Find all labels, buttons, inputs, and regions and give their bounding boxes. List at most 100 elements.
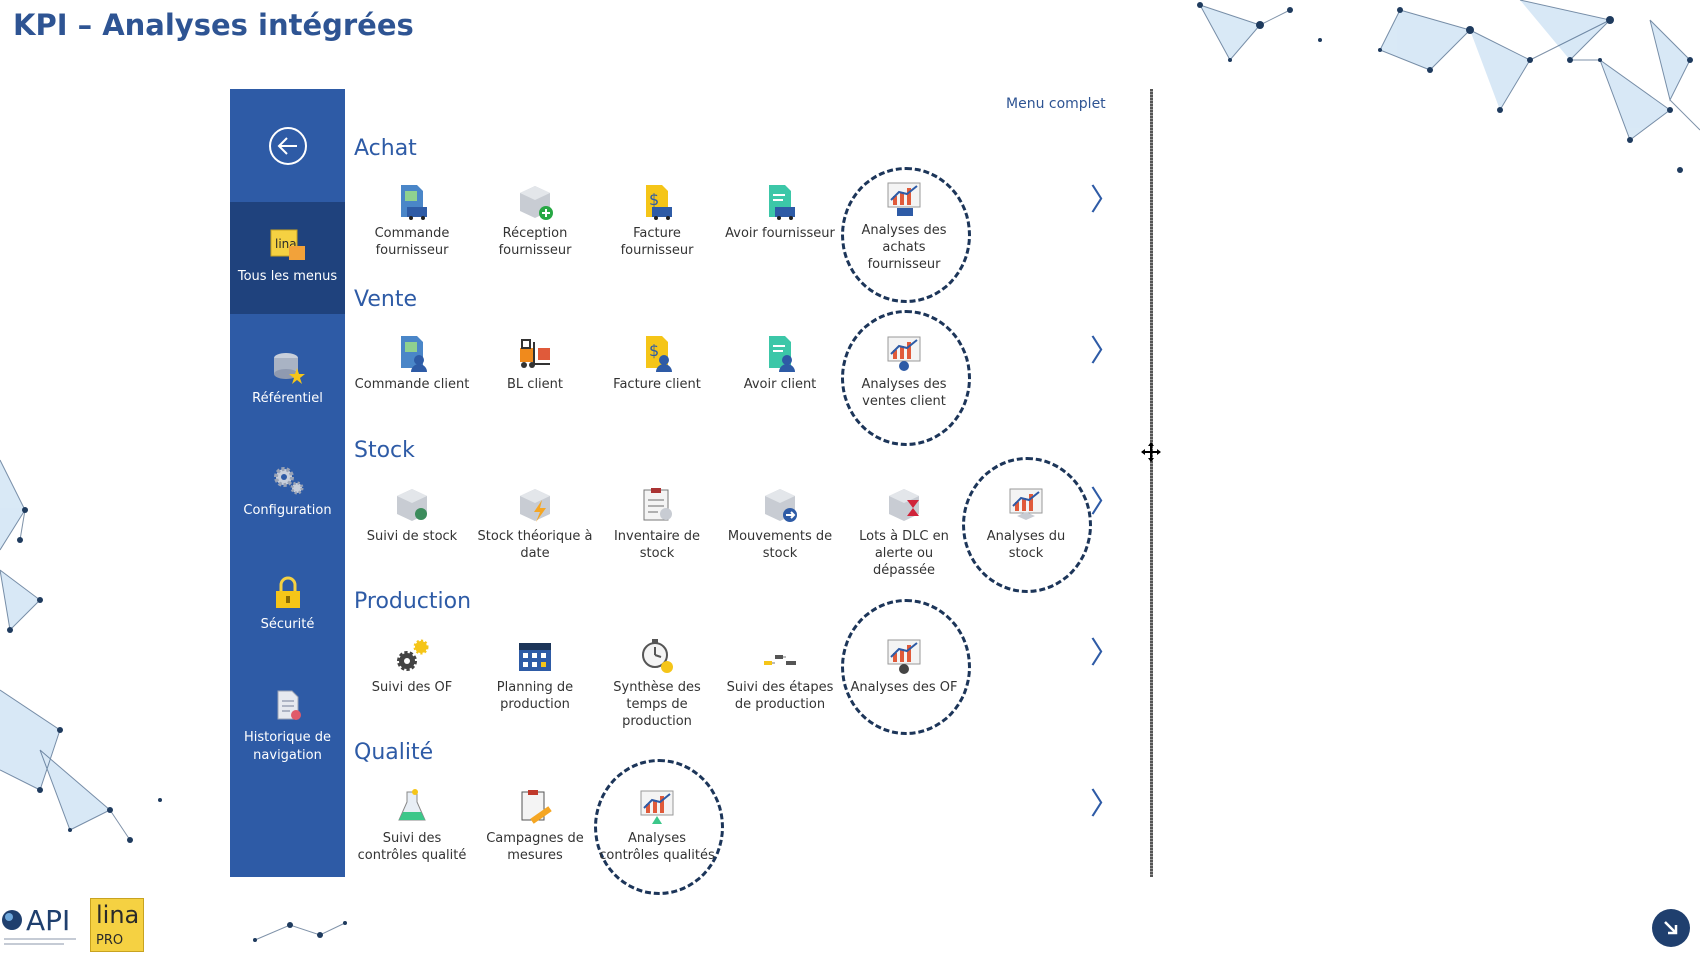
tile-mouvements-de-stock[interactable]: Mouvements de stock [720,486,840,562]
back-button[interactable] [230,89,345,202]
highlight-circle [841,310,971,446]
sidebar-item-label: Historique de navigation [243,730,332,763]
network-decoration-bottom [250,915,360,955]
lina-logo-text: lina [96,901,140,929]
chevron-right-icon[interactable]: 〉 [1090,485,1120,520]
lina-logo-subtext: PRO [96,933,124,948]
chevron-right-icon[interactable]: 〉 [1090,636,1120,671]
sidebar-item-label: Référentiel [252,391,323,406]
tile-label: Avoir fournisseur [725,226,835,241]
calendar-icon [519,643,551,671]
tile-avoir-client[interactable]: Avoir client [720,334,840,393]
tile-suivi-des-of[interactable]: Suivi des OF [352,637,472,696]
tile-label: Suivi de stock [366,529,458,544]
tile-label: Analyses du stock [986,529,1066,561]
chevron-right-icon[interactable]: 〉 [1090,334,1120,369]
tile-commande-fournisseur[interactable]: Commande fournisseur [352,183,472,259]
move-cursor-icon [1141,442,1161,467]
section-title-production: Production [354,589,472,614]
slide-title: KPI – Analyses intégrées [13,8,414,42]
box-add-icon [520,186,553,220]
api-logo-text: API [26,904,70,937]
tile-facture-client[interactable]: $ Facture client [597,334,717,393]
flask-icon [398,789,426,821]
tile-stock-theorique[interactable]: Stock théorique à date [475,486,595,562]
analytics-chart-icon [1009,488,1043,520]
tile-label: Analyses contrôles qualités [599,831,715,863]
chevron-right-icon[interactable]: 〉 [1090,183,1120,218]
clipboard-ruler-icon [521,790,552,824]
tile-bl-client[interactable]: BL client [475,334,595,393]
tile-label: Facture client [613,377,701,392]
tile-inventaire-de-stock[interactable]: Inventaire de stock [597,486,717,562]
sidebar-item-label: Tous les menus [237,269,338,284]
network-decoration-left [0,450,170,880]
highlight-circle [841,167,971,303]
stopwatch-icon [642,639,673,673]
tile-suivi-controles-qualite[interactable]: Suivi des contrôles qualité [352,788,472,864]
tile-suivi-de-stock[interactable]: Suivi de stock [352,486,472,545]
chevron-right-icon[interactable]: 〉 [1090,787,1120,822]
tile-label: Suivi des contrôles qualité [357,831,467,863]
tile-analyses-controles[interactable]: Analyses contrôles qualités [597,788,717,864]
tile-facture-fournisseur[interactable]: $ Facture fournisseur [597,183,717,259]
sidebar: lina Tous les menus Référentiel Configur… [230,89,345,877]
tile-label: Analyses des OF [850,680,958,695]
invoice-icon: $ [646,185,672,220]
tile-analyses-achats[interactable]: Analyses des achats fournisseur [844,180,964,273]
tile-reception-fournisseur[interactable]: Réception fournisseur [475,183,595,259]
history-doc-icon [271,689,305,727]
tile-analyses-stock[interactable]: Analyses du stock [966,486,1086,562]
hourglass-stock-icon [889,489,919,521]
sidebar-item-referentiel[interactable]: Référentiel [230,352,345,408]
client-invoice-icon: $ [646,336,672,372]
tile-suivi-etapes[interactable]: Suivi des étapes de production [720,637,840,713]
steps-icon [764,655,796,665]
clipboard-icon [643,488,672,521]
splitter-bar[interactable] [1150,89,1153,877]
tile-label: Suivi des étapes de production [726,680,834,712]
tile-analyses-ventes[interactable]: Analyses des ventes client [844,334,964,410]
api-logo: API [0,900,88,955]
analytics-chart-icon [887,639,921,674]
tile-label: Lots à DLC en alerte ou dépassée [859,529,949,578]
section-title-vente: Vente [354,287,417,312]
sidebar-item-tous-les-menus[interactable]: lina Tous les menus [230,202,345,314]
tile-synthese-temps[interactable]: Synthèse des temps de production [597,637,717,730]
highlight-circle [841,599,971,735]
tile-label: Réception fournisseur [498,226,572,258]
tile-label: Commande client [354,377,470,392]
sidebar-item-configuration[interactable]: Configuration [230,464,345,520]
analytics-chart-icon [640,790,674,824]
sales-order-icon [401,336,427,372]
sidebar-item-securite[interactable]: Sécurité [230,576,345,634]
gears-icon [271,464,305,500]
tile-campagnes-mesures[interactable]: Campagnes de mesures [475,788,595,864]
section-title-stock: Stock [354,438,415,463]
tile-label: Facture fournisseur [620,226,694,258]
tile-planning-de-production[interactable]: Planning de production [475,637,595,713]
tile-label: Stock théorique à date [477,529,593,561]
analytics-chart-icon [887,182,921,216]
stock-tracking-icon [397,489,427,521]
tile-label: Campagnes de mesures [486,831,584,863]
tile-analyses-of[interactable]: Analyses des OF [844,637,964,696]
section-title-achat: Achat [354,136,417,161]
tile-label: Mouvements de stock [727,529,833,561]
tile-label: Synthèse des temps de production [613,680,701,729]
tile-label: Analyses des ventes client [861,377,947,409]
tile-label: Inventaire de stock [613,529,701,561]
tile-avoir-fournisseur[interactable]: Avoir fournisseur [720,183,840,242]
svg-text:$: $ [649,341,659,360]
highlight-circle [962,457,1092,593]
menu-complet-link[interactable]: Menu complet [1006,96,1106,112]
sidebar-item-label: Sécurité [260,617,315,632]
tile-lots-dlc[interactable]: Lots à DLC en alerte ou dépassée [844,486,964,579]
expand-corner-button[interactable] [1652,909,1690,947]
tile-label: Commande fournisseur [374,226,450,258]
tile-label: Avoir client [743,377,817,392]
sidebar-item-label: Configuration [243,503,332,518]
tile-commande-client[interactable]: Commande client [352,334,472,393]
svg-text:$: $ [649,190,659,209]
sidebar-item-historique[interactable]: Historique de navigation [230,689,345,765]
